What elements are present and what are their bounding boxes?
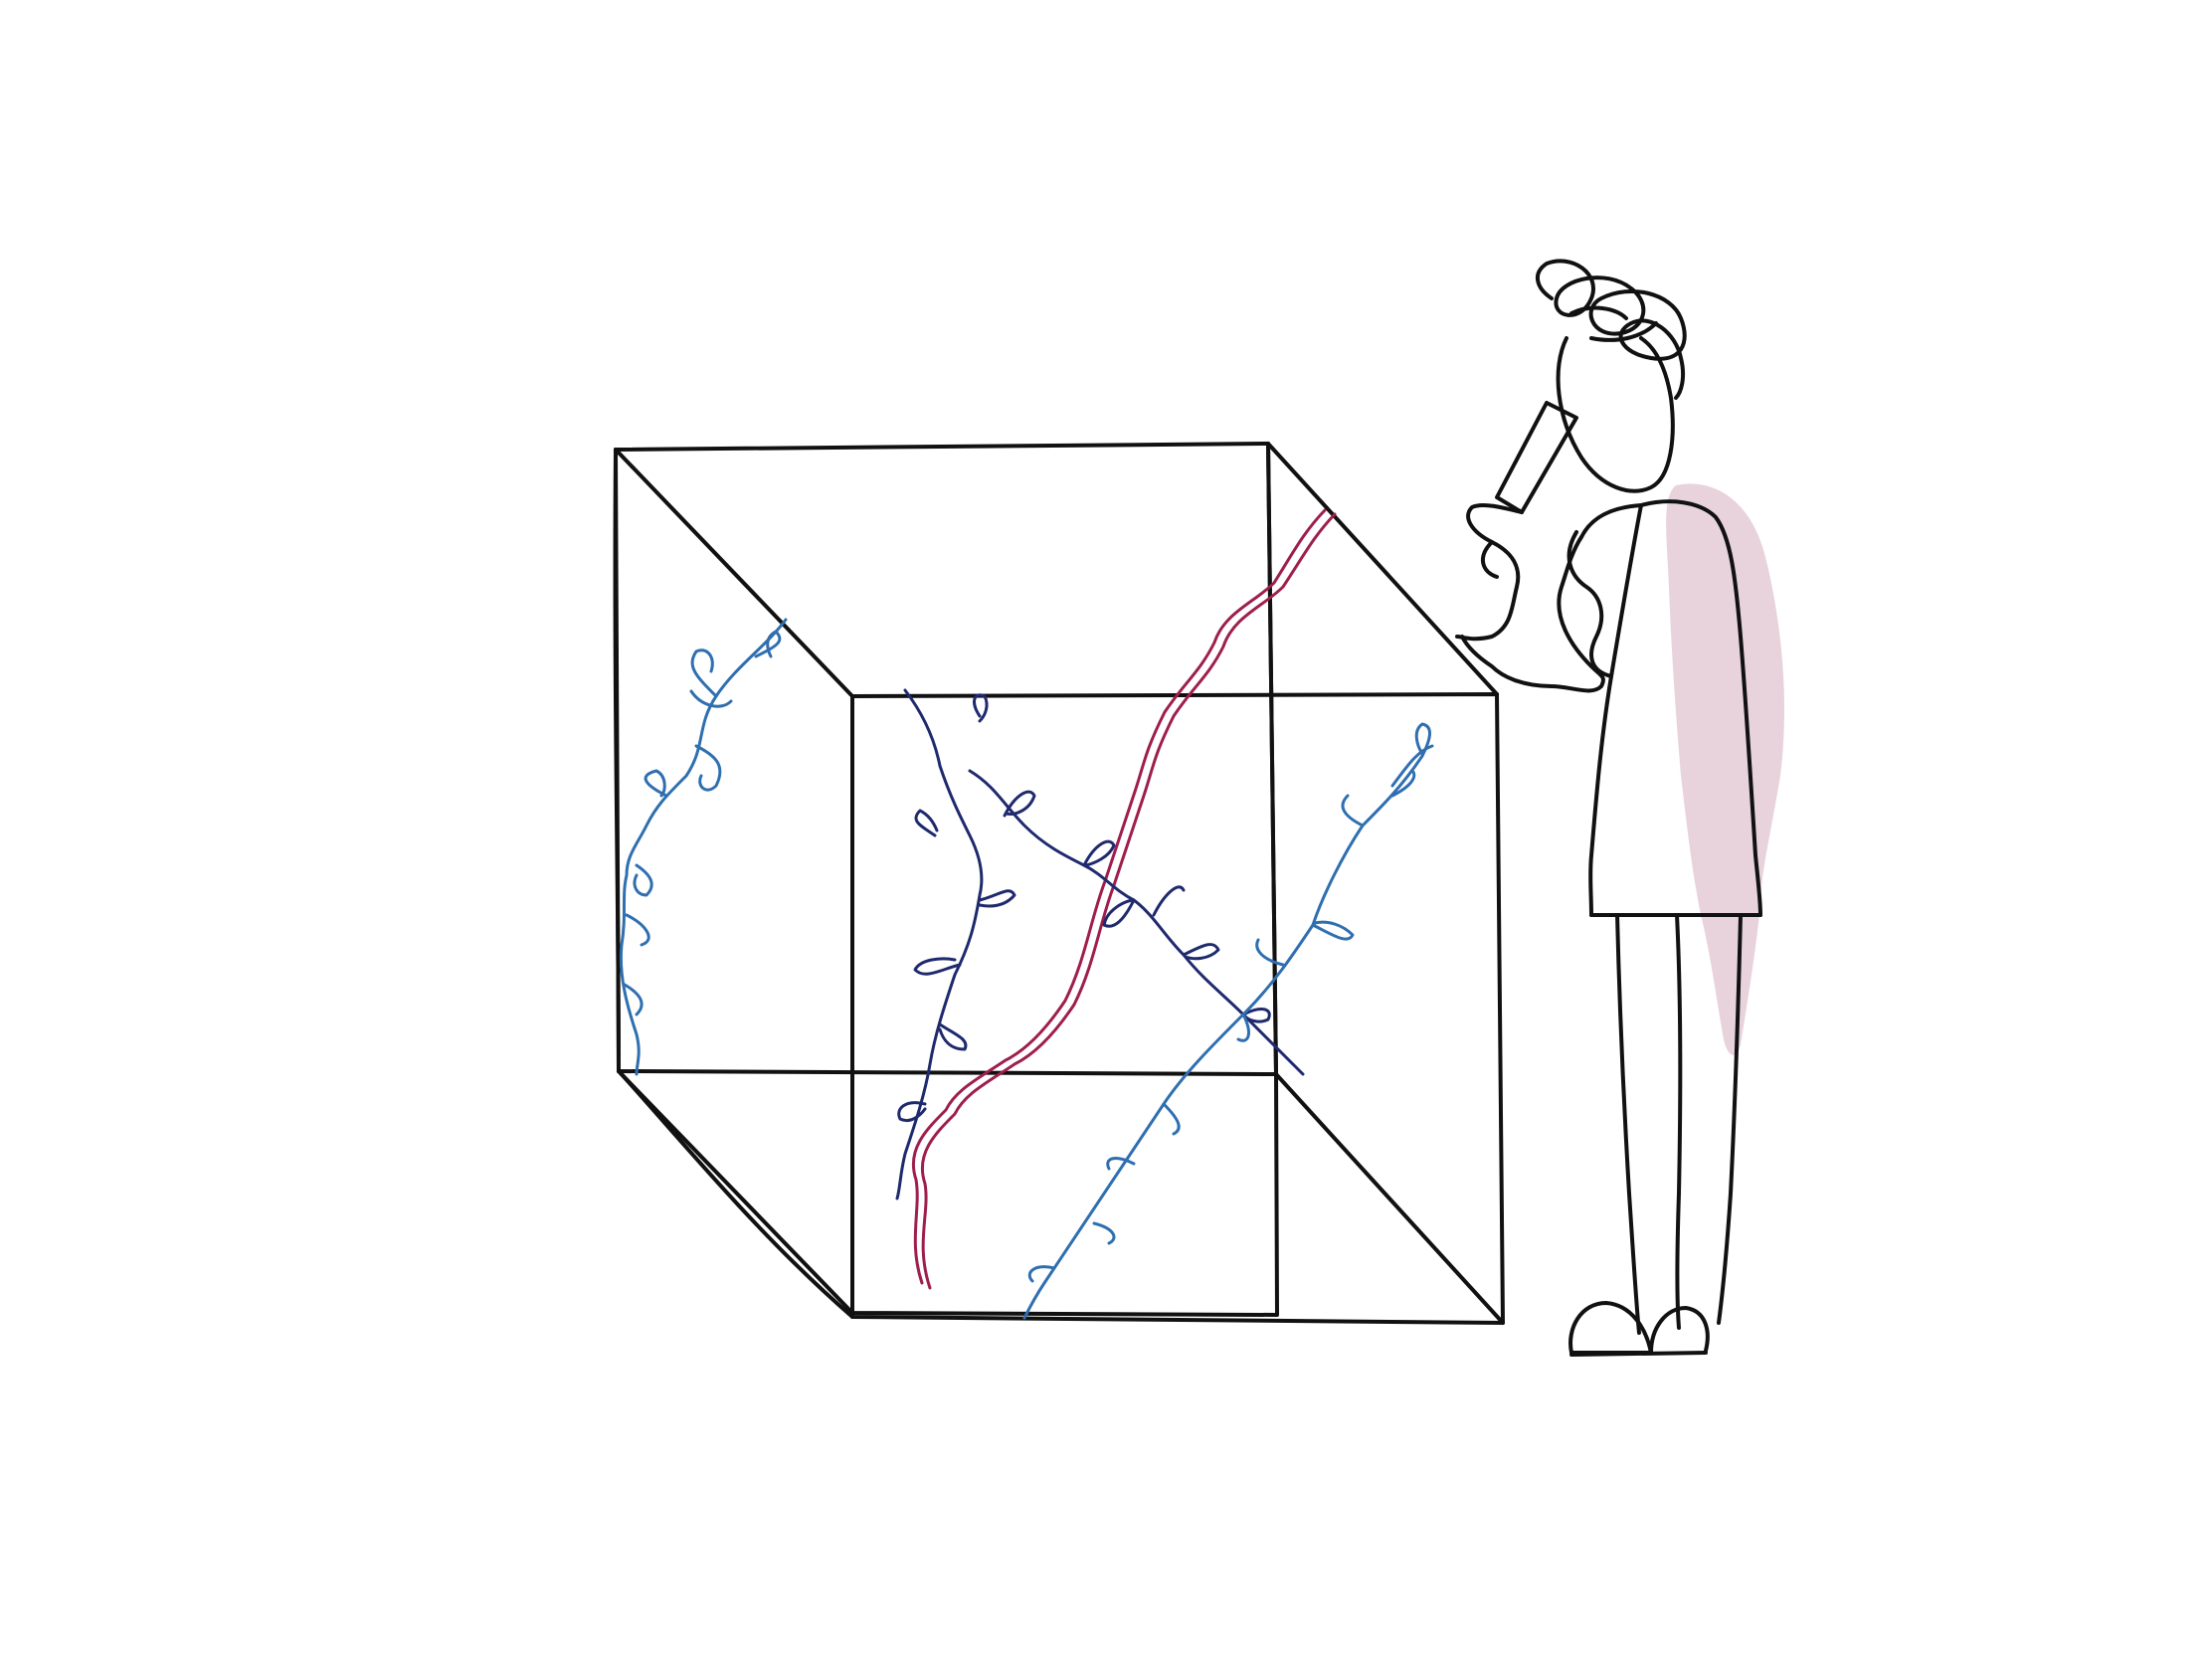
dendrite-center-sub-8 <box>1082 839 1116 867</box>
axon-line-b <box>911 508 1327 1285</box>
dendrite-center-sub-7 <box>897 1101 927 1123</box>
dendrite-left-branch-3 <box>694 744 722 792</box>
dendrite-left-branch-8 <box>689 689 733 708</box>
cube-outer-left-edge <box>613 448 621 1073</box>
dendrite-right-sub-9 <box>1092 1221 1116 1245</box>
person-shoe-right <box>1649 1306 1710 1355</box>
dendrite-right-sub-5 <box>1255 938 1285 967</box>
person-shoe-left <box>1568 1301 1653 1355</box>
dendrite-center <box>895 688 1305 1200</box>
person-leg-right <box>1717 913 1743 1325</box>
dendrite-right-sub-8 <box>1106 1157 1136 1171</box>
dendrite-center-sub-3 <box>914 809 939 837</box>
dendrite-left-branch-6 <box>625 913 650 947</box>
dendrite-center-sub-2 <box>1003 790 1036 818</box>
dendrite-center-sub-5 <box>913 957 962 976</box>
cube-edge-bottom-left <box>617 1069 854 1319</box>
dendrite-right-sub-4 <box>1311 920 1355 941</box>
dendrite-right-sub-10 <box>1027 1265 1056 1283</box>
person-torso-back <box>1639 499 1762 917</box>
dendrite-left-branch-1 <box>690 648 718 698</box>
person-hair <box>1536 259 1687 400</box>
person-arm-lower <box>1567 530 1613 678</box>
dendrite-center-sub-9 <box>1102 898 1136 928</box>
dendrite-left <box>619 618 788 1076</box>
dendrite-center-sub-4 <box>978 889 1016 908</box>
cube-edge-top-right <box>1266 442 1499 696</box>
coat-shadow <box>1666 483 1785 1055</box>
dendrite-right-trunk <box>1022 754 1424 1320</box>
cube-edge-bottom-right <box>1274 1072 1505 1325</box>
dendrite-center-trunk <box>895 688 984 1200</box>
person-head <box>1556 336 1675 493</box>
person-arm-upper <box>1455 502 1524 642</box>
cube-outer-square <box>614 442 1279 1317</box>
dendrite-center-sub-11 <box>1241 1008 1271 1023</box>
dendrite-center-sub-10 <box>1182 943 1220 961</box>
dendrite-left-branch-7 <box>623 983 644 1016</box>
dendrite-center-sub-12 <box>1152 885 1186 917</box>
dendrite-left-branch-2 <box>754 630 782 658</box>
person-coat <box>1460 503 1643 693</box>
dendrite-center-sub-1 <box>973 693 989 723</box>
dendrite-right-sub-11 <box>1390 744 1434 788</box>
dendrite-right-sub-2 <box>1390 769 1416 798</box>
dendrite-left-trunk <box>619 618 788 1076</box>
person-torso-front <box>1588 503 1643 917</box>
person-ground-line <box>1569 1351 1708 1357</box>
cube-edge-mid-vertical <box>1266 442 1278 1076</box>
dendrite-center-sub-6 <box>938 1022 968 1051</box>
cube-edge-mid-horizontal <box>617 1069 1278 1076</box>
dendrite-right-sub-7 <box>1162 1102 1181 1136</box>
dendrite-right-sub-3 <box>1341 794 1365 828</box>
person-hand <box>1481 540 1499 579</box>
dendrite-right <box>1022 722 1434 1320</box>
dendrite-left-branch-4 <box>644 769 668 798</box>
person <box>1455 259 1762 1357</box>
person-leg-inner <box>1675 913 1683 1330</box>
wireframe-cube <box>613 442 1505 1325</box>
cube-edge-top-left <box>614 448 854 698</box>
dendrite-left-branch-5 <box>633 863 653 897</box>
person-leg-left <box>1615 913 1641 1335</box>
dendrite-right-sub-1 <box>1414 722 1431 758</box>
dendrite-right-sub-6 <box>1236 1013 1250 1042</box>
